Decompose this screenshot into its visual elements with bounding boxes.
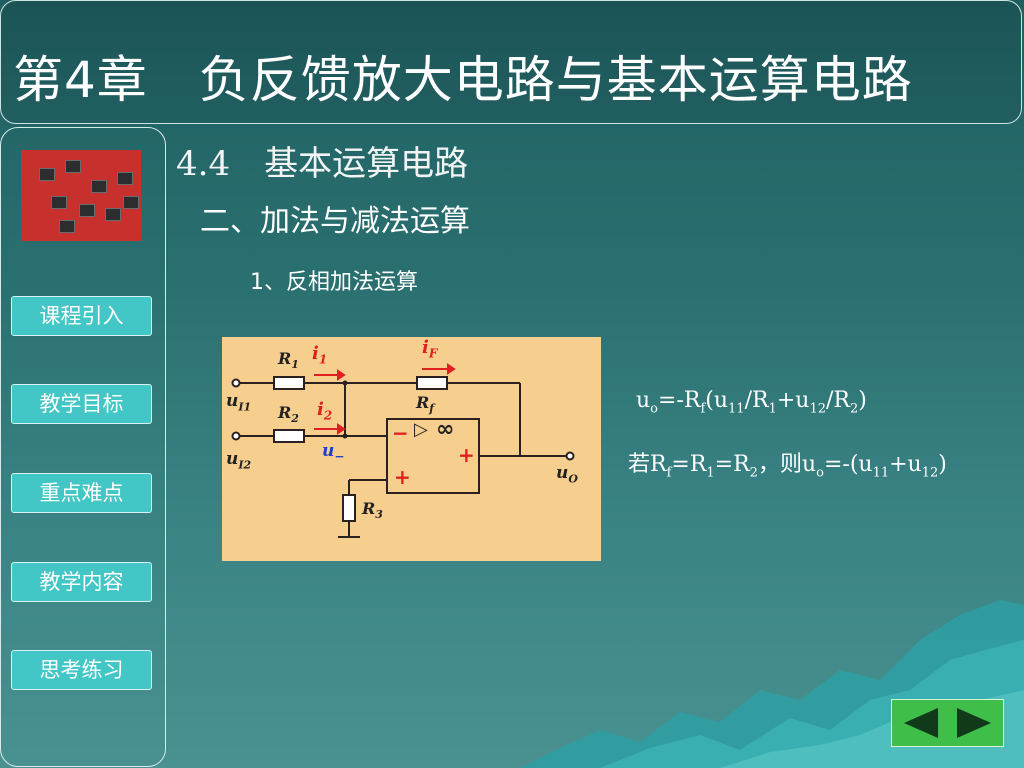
sidebar [0,127,166,767]
nav-button-exercises[interactable]: 思考练习 [11,650,152,690]
chip-shape [59,220,75,233]
item-title: 1、反相加法运算 [250,270,418,295]
chip-shape [117,172,133,185]
triangle-left-icon[interactable] [904,708,938,738]
circuit-diagram: R1 i1 R2 i2 iF Rf uI1 uI2 u− uO R3 − + +… [222,337,601,561]
label-minus-input: − [392,421,409,445]
label-r2: R2 [278,403,299,426]
slide-navigation [891,699,1004,747]
opamp-triangle-icon: ▷ [414,419,428,440]
chips-photo-icon [21,150,141,241]
label-plus-output: + [458,443,475,467]
label-rf: Rf [416,393,435,416]
label-u11: uI1 [226,391,252,414]
chip-shape [79,204,95,217]
chip-shape [123,196,139,209]
label-u12: uI2 [226,449,252,472]
circuit-svg [231,363,575,538]
nav-button-key-points[interactable]: 重点难点 [11,473,152,513]
infinity-icon: ∞ [436,417,455,442]
page-title: 第4章 负反馈放大电路与基本运算电路 [13,51,913,109]
label-plus-input: + [394,465,411,489]
formula-output: uo=-Rf(u11/R1+u12/R2) [636,388,867,417]
chip-shape [91,180,107,193]
label-i2: i2 [317,399,333,423]
chip-shape [39,168,55,181]
label-i1: i1 [312,343,328,367]
nav-arrows-svg [904,708,991,738]
nav-button-course-intro[interactable]: 课程引入 [11,296,152,336]
chip-shape [51,196,67,209]
formula-equal-resistors: 若Rf=R1=R2，则uo=-(u11+u12) [628,452,947,481]
chip-shape [65,160,81,173]
label-r1: R1 [278,349,299,372]
nav-button-teaching-goals[interactable]: 教学目标 [11,384,152,424]
label-if: iF [422,337,438,361]
label-u-minus: u− [322,441,345,464]
title-bar: 第4章 负反馈放大电路与基本运算电路 [0,0,1022,124]
label-r3: R3 [362,499,383,522]
subsection-title: 二、加法与减法运算 [200,204,470,239]
label-uo: uO [556,463,578,486]
triangle-right-icon[interactable] [957,708,991,738]
nav-button-teaching-content[interactable]: 教学内容 [11,562,152,602]
section-title: 4.4 基本运算电路 [176,144,469,184]
chip-shape [105,208,121,221]
